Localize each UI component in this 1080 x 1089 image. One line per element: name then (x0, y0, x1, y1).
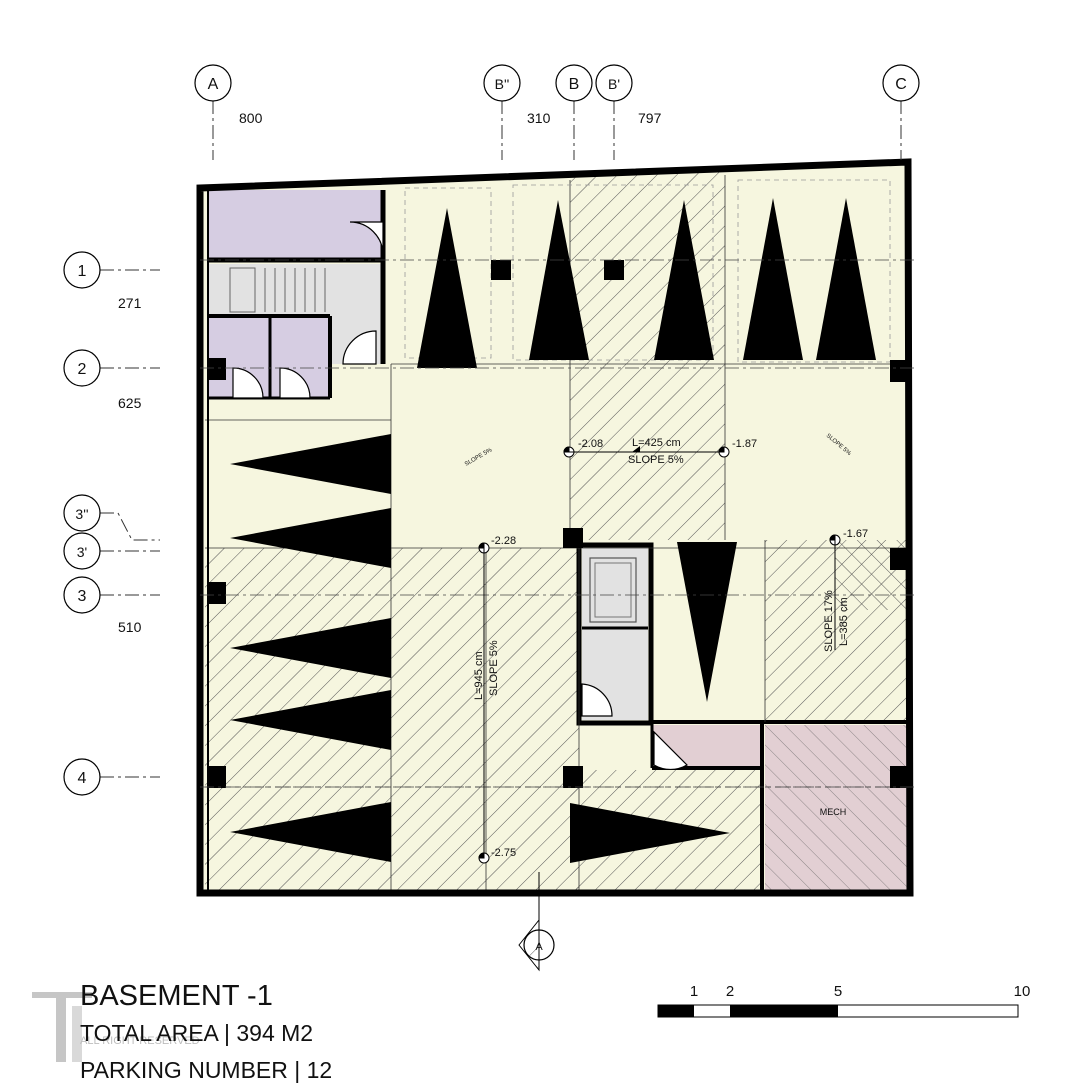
ramp-right-slope: SLOPE 17% (823, 590, 835, 652)
ramp-left-length: L=945 cm (473, 651, 485, 700)
parking-space-12 (570, 803, 730, 863)
drawing-title: BASEMENT -1 (80, 980, 273, 1012)
level-markers (478, 446, 841, 864)
grid-label-1: 1 (78, 263, 87, 280)
parking-space-1 (417, 208, 477, 368)
grid-label-b1: B' (608, 76, 620, 92)
dim-b1-c: 797 (638, 110, 662, 126)
scale-tick-2: 2 (726, 983, 734, 1000)
ramp-zone-right-cross (835, 540, 908, 610)
grid-lines (100, 100, 902, 778)
section-marker-label: A (535, 941, 543, 953)
section-marker (518, 872, 555, 972)
grid-label-3: 3 (78, 588, 87, 605)
grid-label-3p: 3' (77, 544, 87, 560)
parking-spaces (230, 198, 876, 863)
grid-lines-interior (200, 259, 918, 788)
mech-room-label: MECH (820, 807, 847, 817)
watermark-logo: ALL RIGHT RESERVED (32, 992, 200, 1062)
structural-columns (208, 260, 908, 788)
ramp-left-slope: SLOPE 5% (488, 640, 500, 696)
dim-3-4: 510 (118, 619, 142, 635)
grid-label-3pp: 3'' (75, 506, 88, 522)
parking-space-2 (529, 200, 589, 360)
dim-b2-b: 310 (527, 110, 551, 126)
parking-space-10 (230, 802, 391, 862)
scale-tick-10: 10 (1014, 983, 1031, 1000)
parking-space-3 (654, 200, 714, 360)
parking-space-7 (230, 508, 391, 568)
grid-label-2: 2 (78, 361, 87, 378)
grid-label-b: B (569, 76, 580, 93)
stair-treads (229, 267, 326, 313)
watermark-text: ALL RIGHT RESERVED (80, 1035, 200, 1047)
parking-number: PARKING NUMBER | 12 (80, 1057, 333, 1083)
grid-label-4: 4 (78, 770, 87, 787)
scale-tick-1: 1 (690, 983, 698, 1000)
dim-1-2: 271 (118, 295, 142, 311)
parking-space-6 (230, 434, 391, 494)
level-4: -1.67 (843, 528, 868, 540)
grid-label-b2: B'' (495, 76, 510, 92)
scale-tick-5: 5 (834, 983, 842, 1000)
parking-space-4 (743, 198, 803, 360)
column-grid-bubbles (63, 64, 920, 796)
ramp-top-slope: SLOPE 5% (628, 454, 684, 466)
parking-space-8 (230, 618, 391, 678)
dim-2-3: 625 (118, 395, 142, 411)
ramp-zone-left (391, 548, 579, 890)
grid-label-c: C (895, 76, 907, 93)
scale-bar (657, 1004, 1019, 1018)
level-2: -1.87 (732, 438, 757, 450)
outer-wall (196, 158, 914, 897)
storage-room (208, 190, 383, 258)
level-3: -2.28 (491, 535, 516, 547)
mech-room-hatch (765, 725, 908, 890)
parking-space-11 (677, 542, 737, 702)
parking-space-5 (816, 198, 876, 360)
title-block: BASEMENT -1 TOTAL AREA | 394 M2 PARKING … (80, 978, 332, 1089)
ramp-top-length: L=425 cm (632, 437, 681, 449)
grid-label-a: A (208, 76, 219, 93)
level-5: -2.75 (491, 847, 516, 859)
parking-space-9 (230, 690, 391, 750)
dim-a-b2: 800 (239, 110, 263, 126)
level-1: -2.08 (578, 438, 603, 450)
total-area: TOTAL AREA | 394 M2 (80, 1020, 314, 1046)
ramp-right-length: L=385 cm (838, 597, 850, 646)
door-swings (232, 221, 688, 771)
